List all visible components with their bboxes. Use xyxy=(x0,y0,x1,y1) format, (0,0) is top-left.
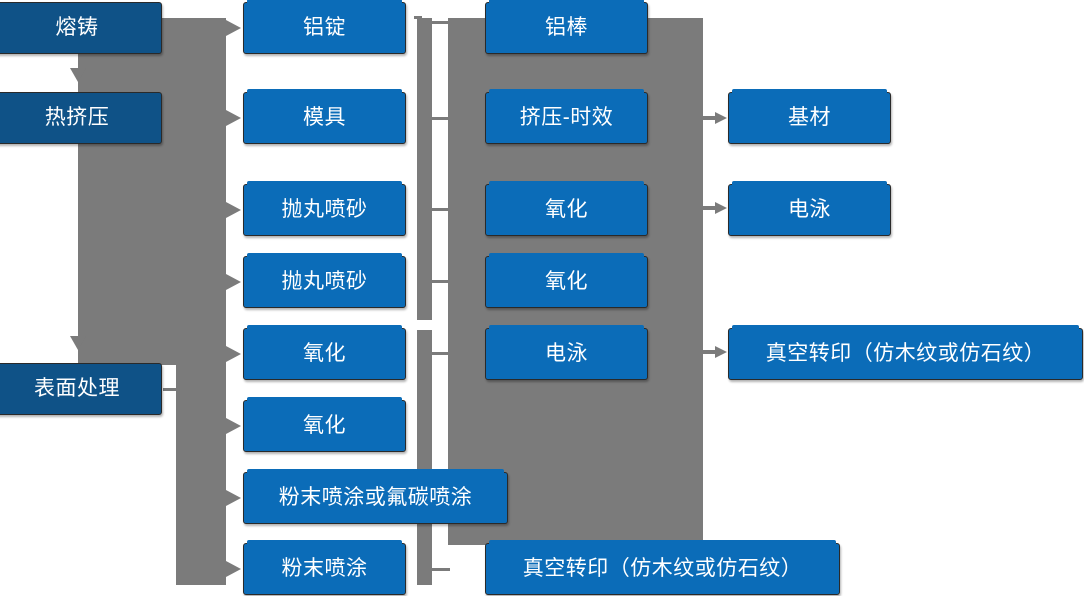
node-treatment-oxidation-1[interactable]: 氧化 xyxy=(485,181,648,236)
node-label: 表面处理 xyxy=(34,376,120,400)
node-process-mold[interactable]: 模具 xyxy=(243,89,406,144)
node-label: 基材 xyxy=(788,105,831,129)
node-label: 挤压-时效 xyxy=(519,105,614,129)
node-process-oxidation-2[interactable]: 氧化 xyxy=(243,397,406,452)
node-output-electrophoresis[interactable]: 电泳 xyxy=(728,181,891,236)
node-label: 氧化 xyxy=(303,341,346,365)
node-label: 氧化 xyxy=(545,197,588,221)
node-label: 氧化 xyxy=(545,269,588,293)
node-process-shot-blasting-1[interactable]: 抛丸喷砂 xyxy=(243,181,406,236)
node-treatment-aluminum-bar[interactable]: 铝棒 xyxy=(485,0,648,54)
node-treatment-electrophoresis[interactable]: 电泳 xyxy=(485,325,648,380)
node-label: 电泳 xyxy=(545,341,588,365)
node-label: 熔铸 xyxy=(55,15,99,39)
node-label: 粉末喷涂或氟碳喷涂 xyxy=(278,485,473,509)
node-treatment-vacuum-transfer-print[interactable]: 真空转印（仿木纹或仿石纹） xyxy=(485,540,840,595)
node-process-aluminum-ingot[interactable]: 铝锭 xyxy=(243,0,406,54)
node-label: 真空转印（仿木纹或仿石纹） xyxy=(522,556,803,580)
node-output-base-material[interactable]: 基材 xyxy=(728,89,891,144)
node-label: 模具 xyxy=(303,105,346,129)
node-label: 抛丸喷砂 xyxy=(281,269,368,293)
node-process-powder-coating[interactable]: 粉末喷涂 xyxy=(243,540,406,595)
node-treatment-oxidation-2[interactable]: 氧化 xyxy=(485,253,648,308)
node-output-vacuum-transfer-print[interactable]: 真空转印（仿木纹或仿石纹） xyxy=(728,325,1083,380)
node-label: 铝锭 xyxy=(303,15,346,39)
node-stage-surface-treatment[interactable]: 表面处理 xyxy=(0,363,162,415)
node-label: 热挤压 xyxy=(44,105,110,129)
node-label: 抛丸喷砂 xyxy=(281,197,368,221)
node-label: 电泳 xyxy=(788,197,831,221)
node-label: 粉末喷涂 xyxy=(281,556,368,580)
node-label: 真空转印（仿木纹或仿石纹） xyxy=(765,341,1046,365)
node-process-shot-blasting-2[interactable]: 抛丸喷砂 xyxy=(243,253,406,308)
node-process-oxidation-1[interactable]: 氧化 xyxy=(243,325,406,380)
node-stage-hot-extrusion[interactable]: 热挤压 xyxy=(0,92,162,144)
node-stage-melting-casting[interactable]: 熔铸 xyxy=(0,2,162,54)
node-label: 氧化 xyxy=(303,413,346,437)
node-treatment-extrusion-aging[interactable]: 挤压-时效 xyxy=(485,89,648,144)
node-process-powder-or-fluorocarbon-coating[interactable]: 粉末喷涂或氟碳喷涂 xyxy=(243,469,508,524)
node-label: 铝棒 xyxy=(545,15,588,39)
